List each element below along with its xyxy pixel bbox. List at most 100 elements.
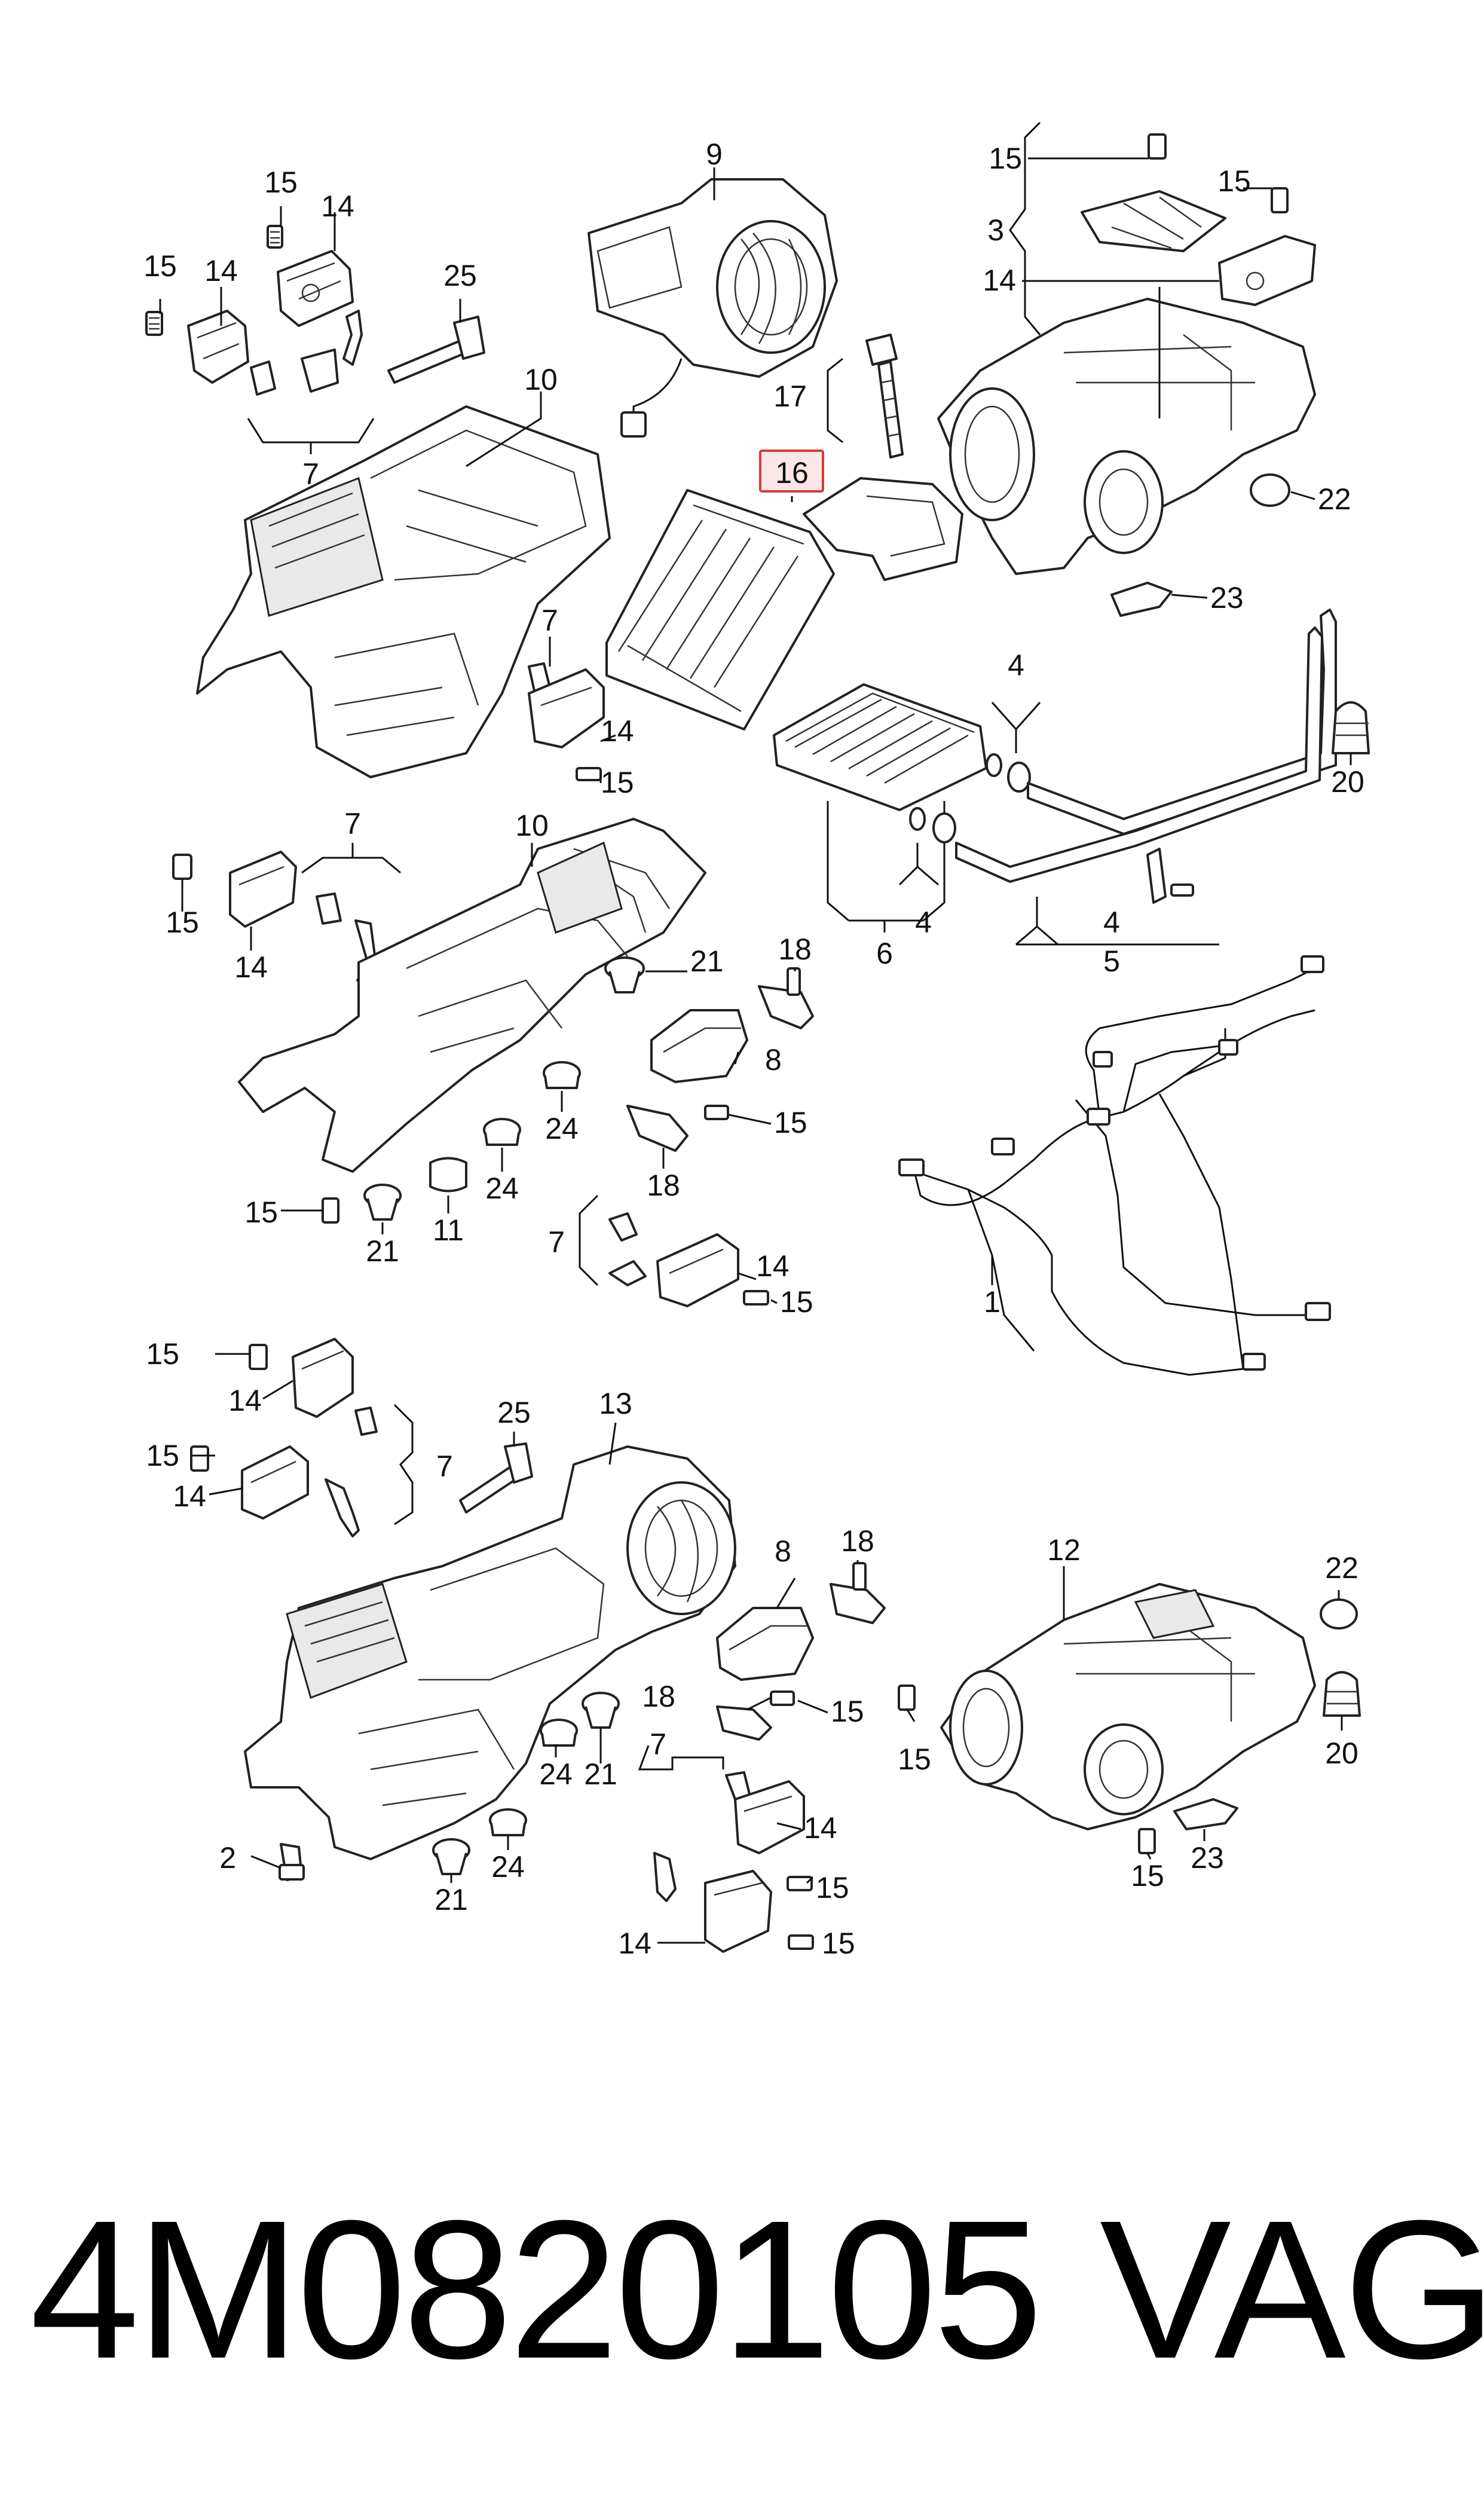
callout-24: 24	[491, 1850, 525, 1884]
callout-15: 15	[831, 1695, 864, 1728]
callout-24: 24	[539, 1757, 573, 1791]
callout-7: 7	[650, 1728, 666, 1761]
callout-7: 7	[548, 1225, 565, 1259]
callout-15: 15	[143, 249, 177, 283]
cap-23-b	[1173, 1798, 1238, 1830]
plug-20-b	[1323, 1671, 1361, 1717]
heater-housing-10-b	[238, 818, 706, 1173]
blower-resistor-8-b	[716, 1607, 814, 1681]
screw-15-m	[898, 1685, 916, 1711]
distributor-housing-12	[940, 1583, 1316, 1830]
callout-11: 11	[433, 1213, 464, 1247]
callout-24: 24	[545, 1112, 579, 1145]
top-left-housing-group	[145, 225, 611, 778]
callout-8: 8	[765, 1043, 782, 1077]
actuator-group-mid-left-a	[528, 662, 605, 781]
bolt-17	[827, 334, 904, 458]
screw-15-b	[145, 311, 163, 336]
screw-15-g	[704, 1105, 729, 1120]
callout-15: 15	[146, 1337, 179, 1371]
callout-23: 23	[1191, 1841, 1224, 1875]
callout-5: 5	[1103, 944, 1120, 978]
callout-14: 14	[983, 264, 1016, 297]
callout-14: 14	[601, 714, 634, 748]
actuator-group-bottom-left	[190, 1338, 414, 1537]
callout-15: 15	[822, 1927, 855, 1960]
callout-15: 15	[780, 1285, 813, 1319]
callout-10: 10	[524, 363, 558, 396]
grommet-21-b	[363, 1184, 402, 1221]
callout-3: 3	[987, 213, 1004, 247]
sensor-18-d	[716, 1705, 772, 1741]
highlight-box	[759, 450, 824, 493]
callout-18: 18	[841, 1524, 874, 1558]
plug-20-a	[1332, 701, 1370, 754]
callout-14: 14	[618, 1927, 651, 1960]
footer: 4M0820105 VAG	[24, 2164, 1484, 2415]
o-rings-4	[898, 702, 1041, 886]
grommet-24-c	[540, 1719, 578, 1747]
actuator-motor-14-b	[187, 310, 249, 384]
callout-7: 7	[302, 457, 319, 491]
callout-labels: 15 14 15 14 25 10 7 9 16 17 15 3 15 14 2…	[143, 137, 1364, 1960]
part-number: 4M0820105	[30, 2179, 1043, 2399]
callout-14: 14	[321, 189, 354, 223]
plug-22-a	[1250, 473, 1290, 507]
screw-15-h	[322, 1197, 339, 1224]
callout-7: 7	[436, 1450, 453, 1483]
callout-6: 6	[876, 937, 893, 970]
callout-14: 14	[804, 1811, 837, 1845]
seal-plate-3	[1081, 190, 1226, 252]
callout-14: 14	[173, 1479, 206, 1513]
callout-8: 8	[775, 1534, 791, 1568]
callout-22: 22	[1325, 1551, 1358, 1585]
callout-13: 13	[599, 1387, 632, 1420]
grommet-21-d	[432, 1838, 470, 1875]
callout-15: 15	[601, 766, 634, 799]
callout-20: 20	[1325, 1737, 1358, 1770]
callout-15: 15	[1131, 1859, 1164, 1893]
callout-4: 4	[1008, 649, 1024, 682]
actuator-group-mid-left-b	[172, 843, 401, 988]
callout-25: 25	[497, 1396, 531, 1429]
callout-18: 18	[642, 1680, 675, 1713]
callout-15: 15	[244, 1196, 278, 1229]
callout-12: 12	[1047, 1533, 1081, 1567]
heater-housing-13	[244, 1445, 736, 1860]
callout-15: 15	[816, 1871, 849, 1904]
callout-7: 7	[541, 604, 558, 637]
grommet-24-a	[543, 1061, 581, 1089]
plug-22-b	[1320, 1598, 1358, 1630]
cap-23-a	[1110, 582, 1173, 617]
actuator-motor-14-a	[277, 250, 354, 327]
callout-1: 1	[984, 1285, 1000, 1319]
sensor-18-c	[830, 1562, 886, 1624]
callout-10: 10	[515, 809, 549, 842]
callout-17: 17	[773, 380, 807, 413]
distributor-housing	[937, 287, 1316, 575]
callout-25: 25	[443, 259, 477, 292]
coolant-pipes-5	[955, 609, 1337, 946]
callout-15: 15	[898, 1742, 931, 1776]
brand-name: VAG	[1100, 2179, 1484, 2399]
callout-4: 4	[915, 906, 932, 939]
callout-14: 14	[228, 1384, 262, 1417]
leader-lines	[159, 157, 1352, 1944]
callout-14: 14	[204, 254, 238, 288]
callout-15: 15	[774, 1106, 807, 1139]
callout-21: 21	[435, 1883, 468, 1916]
callout-18: 18	[647, 1169, 680, 1202]
screw-15-d	[1271, 187, 1289, 213]
callout-16: 16	[775, 456, 809, 490]
screw-15-p	[1138, 1828, 1156, 1854]
callout-24: 24	[485, 1172, 519, 1205]
callout-14: 14	[234, 950, 268, 984]
sensor-18-b	[626, 1105, 689, 1152]
actuator-group-mid-center	[579, 1194, 769, 1307]
grommet-21-c	[582, 1692, 620, 1729]
callout-15: 15	[166, 906, 199, 939]
callout-20: 20	[1331, 765, 1364, 799]
grommet-21-a	[604, 956, 645, 993]
callout-21: 21	[690, 944, 724, 978]
sensor-18-a	[758, 967, 814, 1029]
